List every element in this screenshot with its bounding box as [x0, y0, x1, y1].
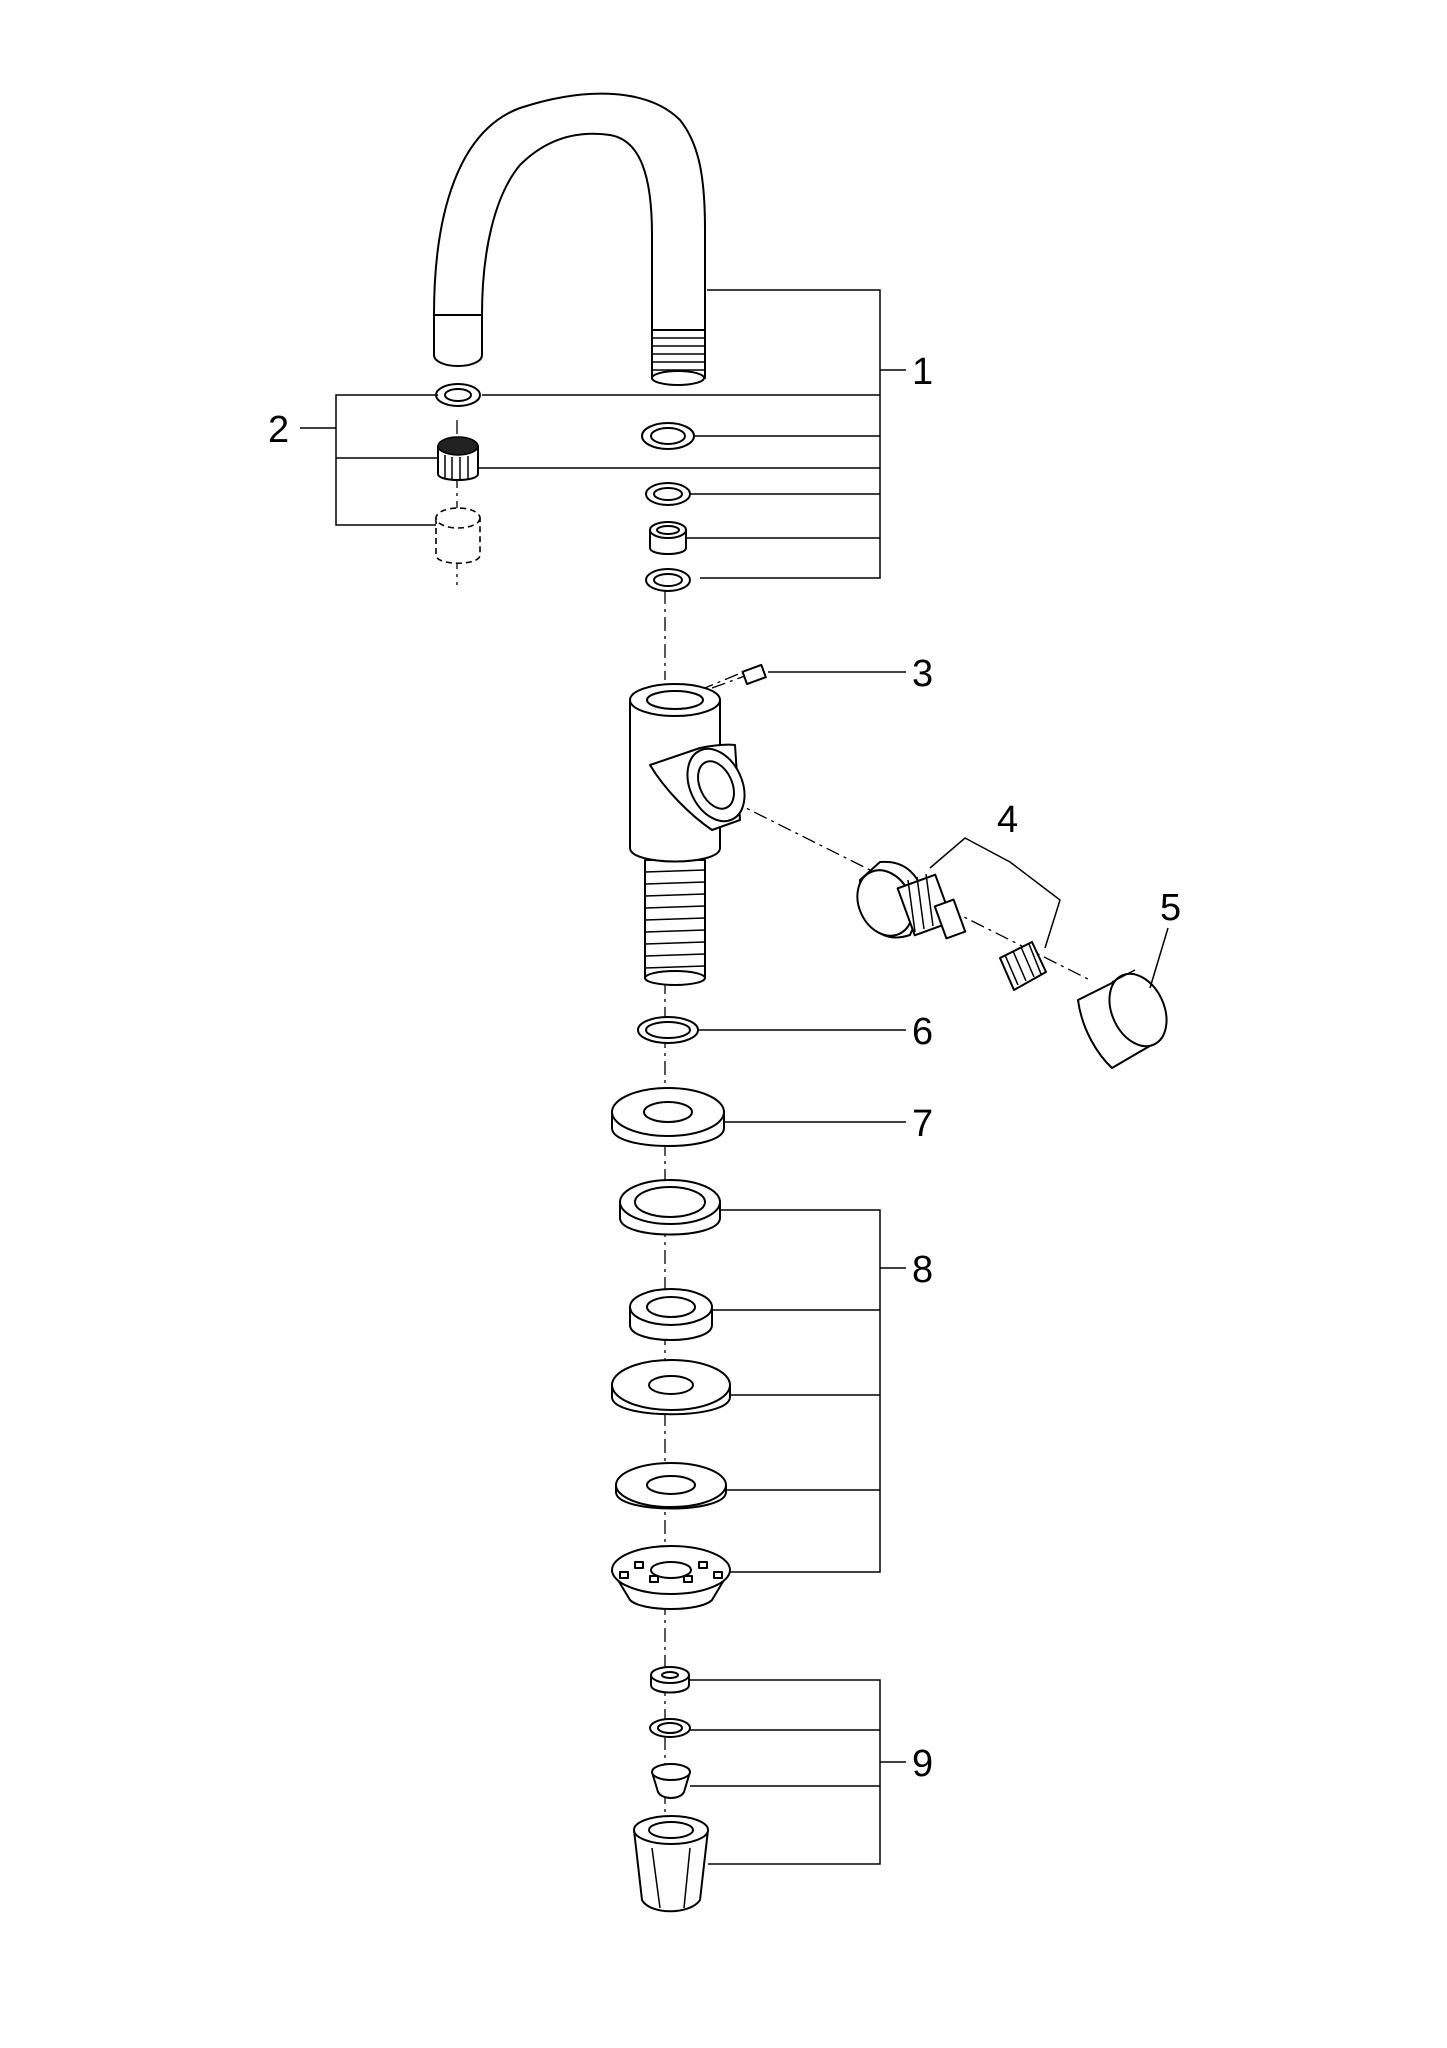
base-rosette — [611, 1087, 725, 1147]
mounting-washer-2 — [615, 1462, 727, 1510]
aerator-insert — [437, 436, 479, 481]
aerator-set — [435, 383, 481, 564]
spout-thread-end — [651, 329, 706, 386]
callout-6: 6 — [912, 1011, 933, 1053]
connection-washer — [650, 1666, 690, 1694]
callout-4: 4 — [997, 799, 1018, 841]
mounting-ring-1 — [619, 1179, 721, 1236]
callout-2: 2 — [268, 409, 289, 451]
callout-9: 9 — [912, 1743, 933, 1785]
callout-5: 5 — [1160, 887, 1181, 929]
threaded-shank — [644, 859, 706, 986]
mounting-flange-nut — [611, 1545, 731, 1610]
spout-bushing — [649, 521, 687, 555]
set-screw — [711, 663, 767, 689]
mounting-set — [611, 1179, 731, 1610]
connection-set — [633, 1666, 709, 1913]
tap-body — [629, 683, 746, 986]
callout-1: 1 — [912, 351, 933, 393]
aerator-housing-optional — [435, 507, 481, 564]
spout-gooseneck — [433, 92, 706, 331]
callout-numbers: 1 2 3 4 5 6 7 8 9 — [268, 351, 1181, 1785]
mounting-washer-1 — [611, 1359, 731, 1416]
handle-knob — [1077, 969, 1168, 1069]
mounting-ring-2 — [629, 1288, 713, 1341]
spout-assembly — [433, 92, 706, 386]
center-axis-lines — [456, 420, 1091, 1910]
union-nut — [633, 1815, 709, 1913]
spout-outlet-sleeve — [433, 314, 483, 367]
leader-lines — [300, 289, 1169, 1865]
callout-7: 7 — [912, 1103, 933, 1145]
callout-8: 8 — [912, 1249, 933, 1291]
valve-cartridge — [856, 860, 967, 940]
callout-3: 3 — [912, 653, 933, 695]
base-o-ring — [637, 1016, 699, 1044]
connection-ring — [649, 1718, 691, 1738]
spindle-adapter — [999, 941, 1047, 991]
spout-seal-kit — [641, 422, 695, 592]
compression-olive — [651, 1763, 691, 1799]
